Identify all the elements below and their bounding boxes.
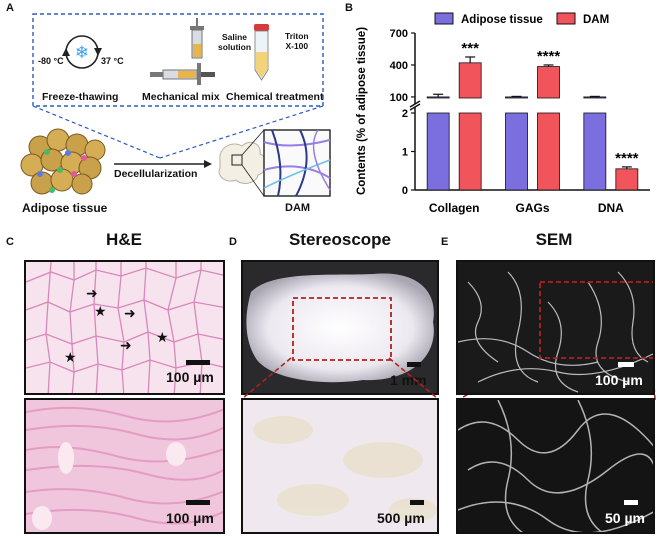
panel-e-label: E <box>441 236 449 248</box>
he-scale-label-bottom: 100 µm <box>166 510 214 526</box>
he-scalebar-top <box>186 360 210 365</box>
y-tick-label: 400 <box>390 60 408 72</box>
legend-swatch <box>434 12 454 25</box>
x-tick-label: DNA <box>598 201 624 215</box>
y-tick-label: 0 <box>402 185 408 197</box>
axis-break-mark <box>409 100 421 108</box>
fiber-network-inset <box>263 129 331 197</box>
panel-d-label: D <box>229 236 237 248</box>
he-image-top: ★ ★ ★ ➜ ➜ ➜ 100 µm <box>24 260 225 395</box>
panel-a-schematic: ❄ <box>20 13 331 197</box>
sem-scale-label-top: 100 µm <box>595 372 643 388</box>
temp-high-label: 37 °C <box>101 56 124 66</box>
y-tick-label: 1 <box>402 147 408 159</box>
svg-text:➜: ➜ <box>124 306 136 322</box>
step-chemical-treatment: Chemical treatment <box>226 91 324 103</box>
panel-d-title: Stereoscope <box>288 230 392 249</box>
sem-image-top: 100 µm <box>456 260 655 395</box>
adipose-tissue-label: Adipose tissue <box>22 201 108 215</box>
legend-label: Adipose tissue <box>461 14 543 26</box>
y-tick-label: 100 <box>390 92 408 104</box>
svg-text:➜: ➜ <box>120 338 132 354</box>
stereo-scalebar-bottom <box>410 500 424 505</box>
he-scalebar-bottom <box>186 500 210 505</box>
bar <box>426 112 450 191</box>
he-scale-label-top: 100 µm <box>166 369 214 385</box>
bar <box>583 112 607 191</box>
step-freeze-thawing: Freeze-thawing <box>42 91 119 103</box>
sem-scale-label-bottom: 50 µm <box>605 510 645 526</box>
he-image-bottom: 100 µm <box>24 398 225 534</box>
saline-label: Saline solution <box>218 32 252 52</box>
process-box <box>32 13 324 107</box>
bar-chart: 100 400 700 0 1 2 Contents (% of adipose tissu… <box>356 12 650 215</box>
step-mechanical-mix: Mechanical mix <box>142 91 220 103</box>
sem-scalebar-bottom <box>624 500 638 505</box>
panel-e-title: SEM <box>535 230 573 249</box>
significance-label: **** <box>537 48 561 65</box>
syringe-icon <box>150 18 215 85</box>
svg-text:★: ★ <box>156 330 169 346</box>
panel-c-label: C <box>6 236 14 248</box>
stereoscope-image-top: 1 mm <box>241 260 439 395</box>
panel-a-label: A <box>6 2 14 14</box>
stereo-scalebar-top <box>407 362 421 367</box>
y-tick-label: 700 <box>390 28 408 40</box>
temp-low-label: -80 °C <box>38 56 64 66</box>
decellularization-label: Decellularization <box>114 168 198 180</box>
stereoscope-image-bottom: 500 µm <box>241 398 439 534</box>
panel-b-label: B <box>345 2 353 14</box>
y-tick-label: 2 <box>402 108 408 120</box>
panel-c-title: H&E <box>106 230 142 249</box>
significance-label: *** <box>461 40 479 57</box>
bar <box>458 112 482 191</box>
legend-label: DAM <box>583 14 609 26</box>
significance-label: **** <box>615 150 639 167</box>
triton-label: Triton X-100 <box>285 31 309 51</box>
stereo-scale-label-bottom: 500 µm <box>377 510 425 526</box>
stereo-scale-label-top: 1 mm <box>390 372 427 388</box>
svg-text:★: ★ <box>64 350 77 366</box>
adipose-tissue-illustration <box>20 128 106 195</box>
x-tick-label: GAGs <box>515 201 549 215</box>
x-tick-label: Collagen <box>429 201 480 215</box>
sem-scalebar-top <box>618 362 634 367</box>
freeze-thaw-icon: ❄ <box>62 35 102 69</box>
sem-image-bottom: 50 µm <box>456 398 655 534</box>
svg-text:★: ★ <box>94 304 107 320</box>
legend-swatch <box>556 12 576 25</box>
bar <box>537 112 560 191</box>
tube-icon <box>254 24 269 81</box>
dam-label: DAM <box>285 202 311 214</box>
y-axis-title: Contents (% of adipose tissue) <box>356 27 368 195</box>
svg-text:❄: ❄ <box>75 43 89 63</box>
bar <box>505 112 528 191</box>
svg-text:➜: ➜ <box>86 286 98 302</box>
axis-break-mark <box>409 103 421 111</box>
